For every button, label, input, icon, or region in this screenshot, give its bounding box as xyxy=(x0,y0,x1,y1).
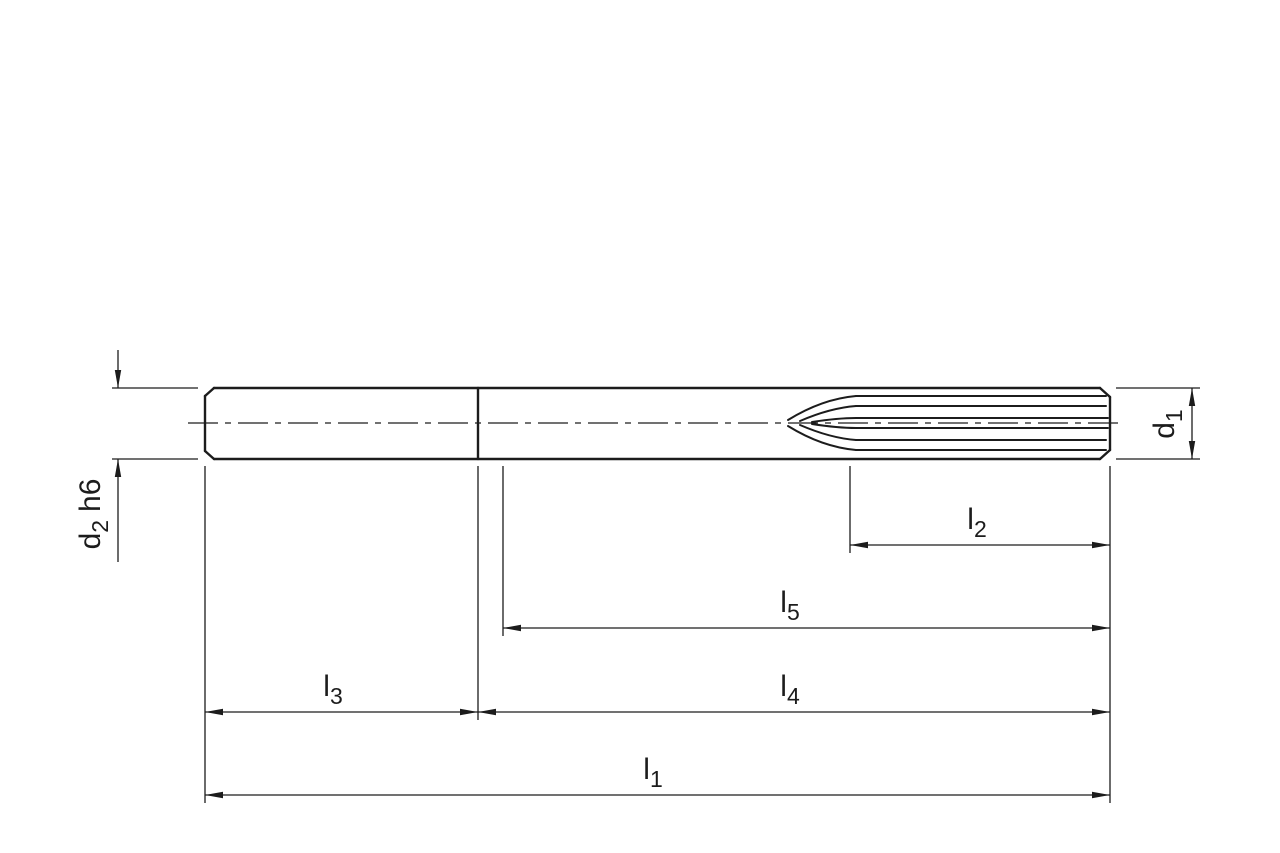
flute-lines xyxy=(787,395,1109,451)
dimension-d1: d1 xyxy=(1148,388,1196,459)
label-d1: d1 xyxy=(1148,409,1187,438)
dimension-l3: l3 xyxy=(205,670,478,716)
reamer-outline xyxy=(203,386,1112,461)
label-l5: l5 xyxy=(780,586,799,625)
dimension-l5: l5 xyxy=(503,586,1110,632)
label-d2: d2h6 xyxy=(74,479,113,550)
dimension-d2: d2h6 xyxy=(74,350,122,562)
dimension-l1: l1 xyxy=(205,753,1110,799)
label-l2: l2 xyxy=(967,503,986,542)
dimension-l2: l2 xyxy=(850,503,1110,549)
extension-lines xyxy=(112,387,1200,803)
label-l1: l1 xyxy=(643,753,662,792)
label-l4: l4 xyxy=(780,670,800,709)
label-l3: l3 xyxy=(323,670,342,709)
dimension-l4: l4 xyxy=(478,670,1110,716)
